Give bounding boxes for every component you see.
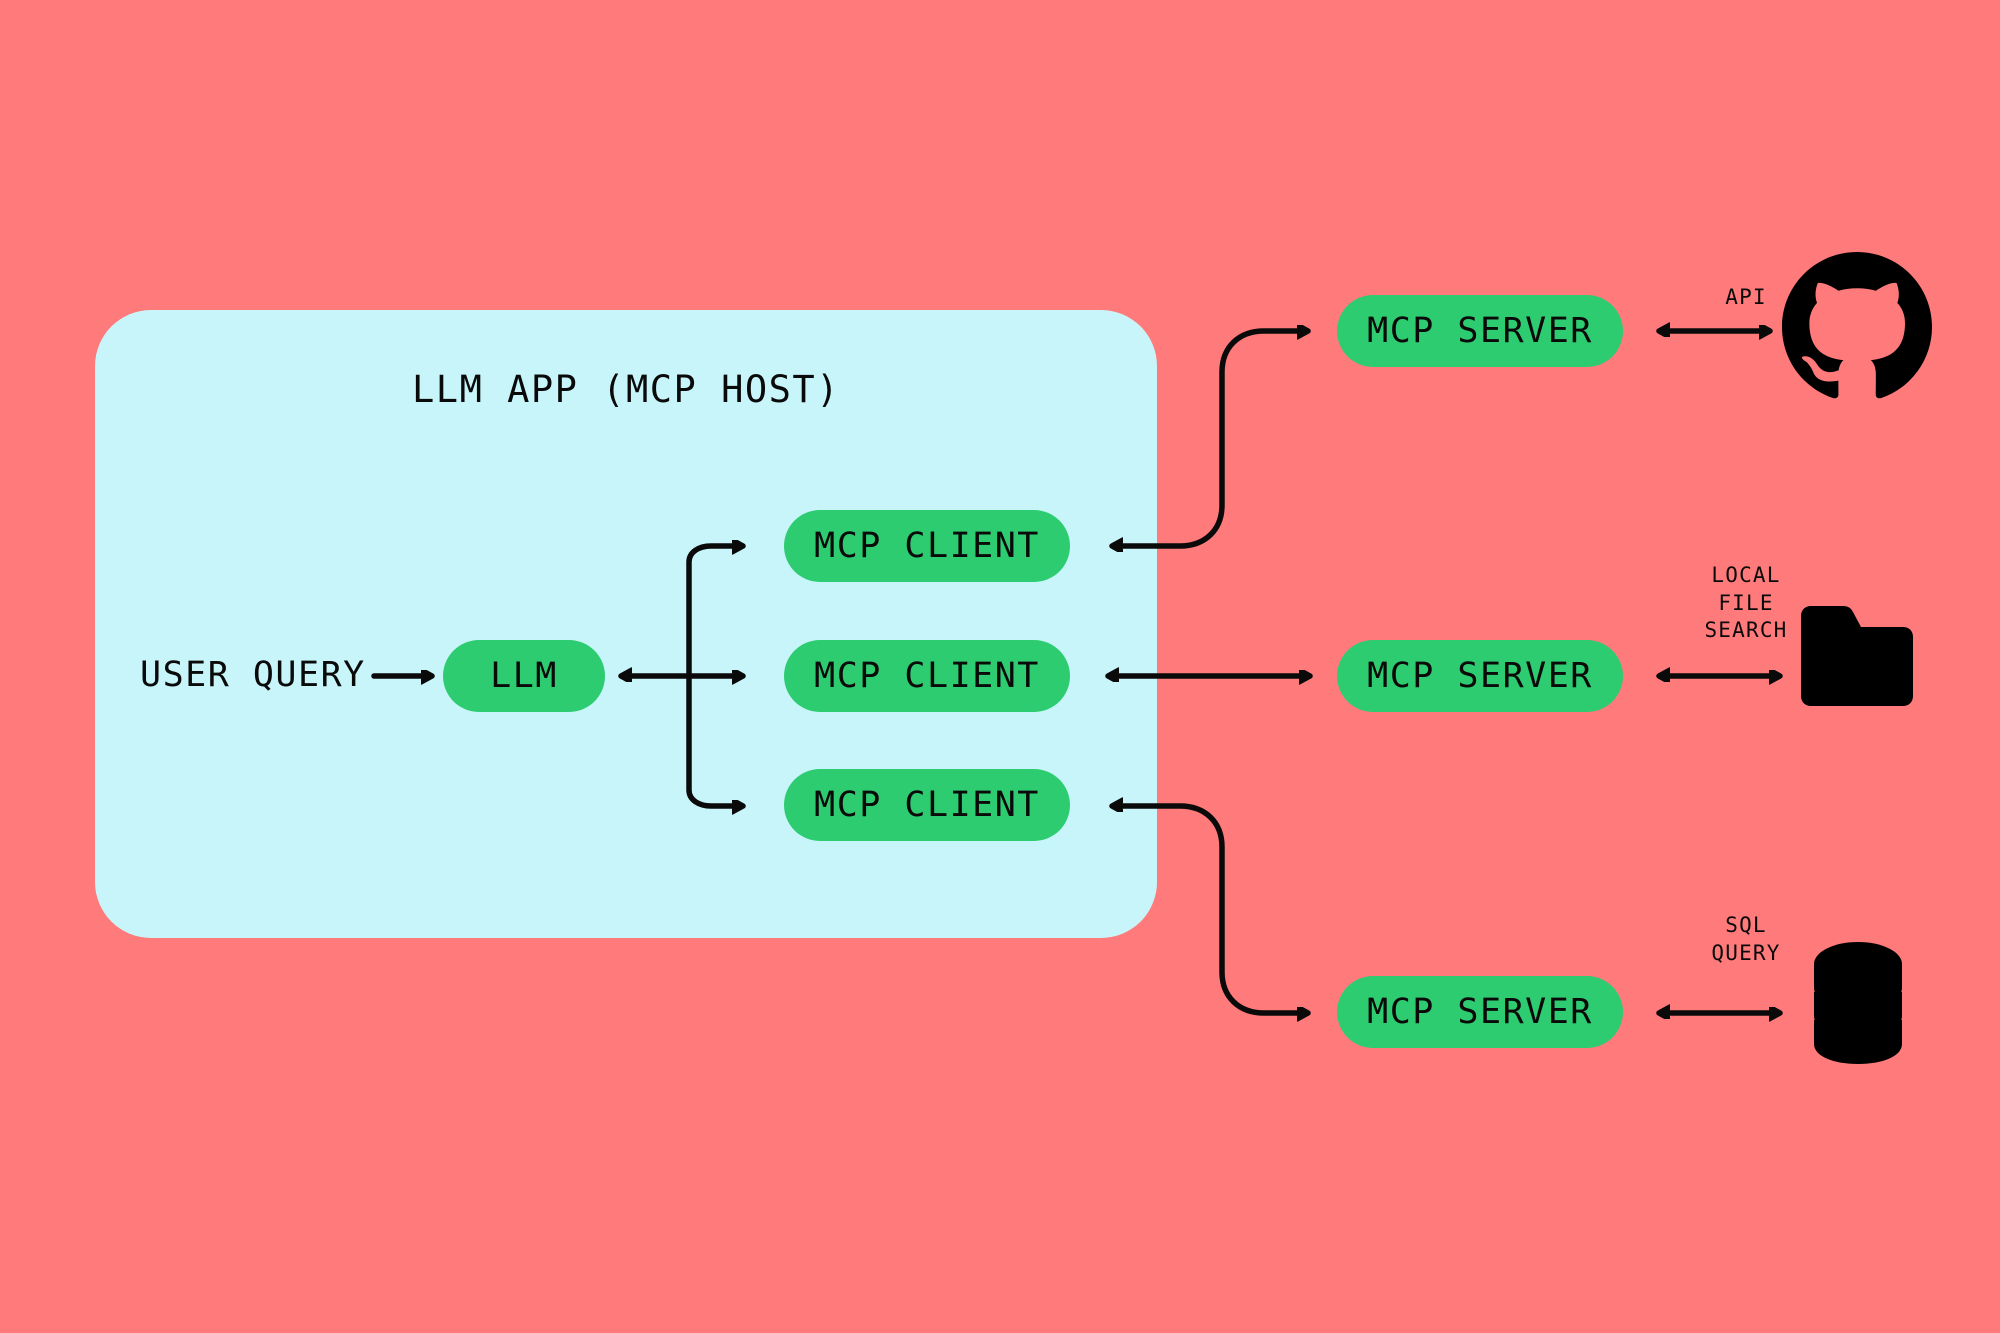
edge-client-1-to-server-1 <box>1120 331 1300 546</box>
mcp-client-label-3: MCP CLIENT <box>814 785 1040 825</box>
mcp-server-node-1[interactable]: MCP SERVER <box>1337 295 1623 367</box>
mcp-client-label-2: MCP CLIENT <box>814 656 1040 696</box>
local-file-search-line-2: FILE <box>1718 590 1774 615</box>
edge-llm-to-client-1 <box>686 546 735 679</box>
edge-client-3-to-server-3 <box>1120 806 1300 1013</box>
sql-query-line-1: SQL <box>1725 913 1767 937</box>
mcp-server-label-3: MCP SERVER <box>1367 992 1593 1032</box>
mcp-client-node-2[interactable]: MCP CLIENT <box>784 640 1070 712</box>
mcp-server-node-2[interactable]: MCP SERVER <box>1337 640 1623 712</box>
sql-query-edge-label: SQL QUERY <box>1636 912 1856 967</box>
github-icon <box>1782 252 1932 406</box>
mcp-client-node-3[interactable]: MCP CLIENT <box>784 769 1070 841</box>
local-file-search-line-1: LOCAL <box>1711 563 1781 587</box>
llm-node-label: LLM <box>490 656 558 696</box>
folder-icon <box>1793 600 1921 716</box>
mcp-client-node-1[interactable]: MCP CLIENT <box>784 510 1070 582</box>
api-edge-label: API <box>1636 284 1856 312</box>
edge-llm-to-client-3 <box>686 673 735 806</box>
llm-node[interactable]: LLM <box>443 640 605 712</box>
sql-query-line-2: QUERY <box>1711 940 1781 965</box>
user-query-label: USER QUERY <box>140 655 366 695</box>
api-edge-label-line-1: API <box>1725 285 1767 309</box>
mcp-server-label-2: MCP SERVER <box>1367 656 1593 696</box>
database-icon <box>1812 940 1904 1076</box>
mcp-server-label-1: MCP SERVER <box>1367 311 1593 351</box>
mcp-server-node-3[interactable]: MCP SERVER <box>1337 976 1623 1048</box>
local-file-search-edge-label: LOCAL FILE SEARCH <box>1636 562 1856 645</box>
mcp-client-label-1: MCP CLIENT <box>814 526 1040 566</box>
local-file-search-line-3: SEARCH <box>1704 618 1788 643</box>
host-panel-title: LLM APP (MCP HOST) <box>412 368 840 411</box>
